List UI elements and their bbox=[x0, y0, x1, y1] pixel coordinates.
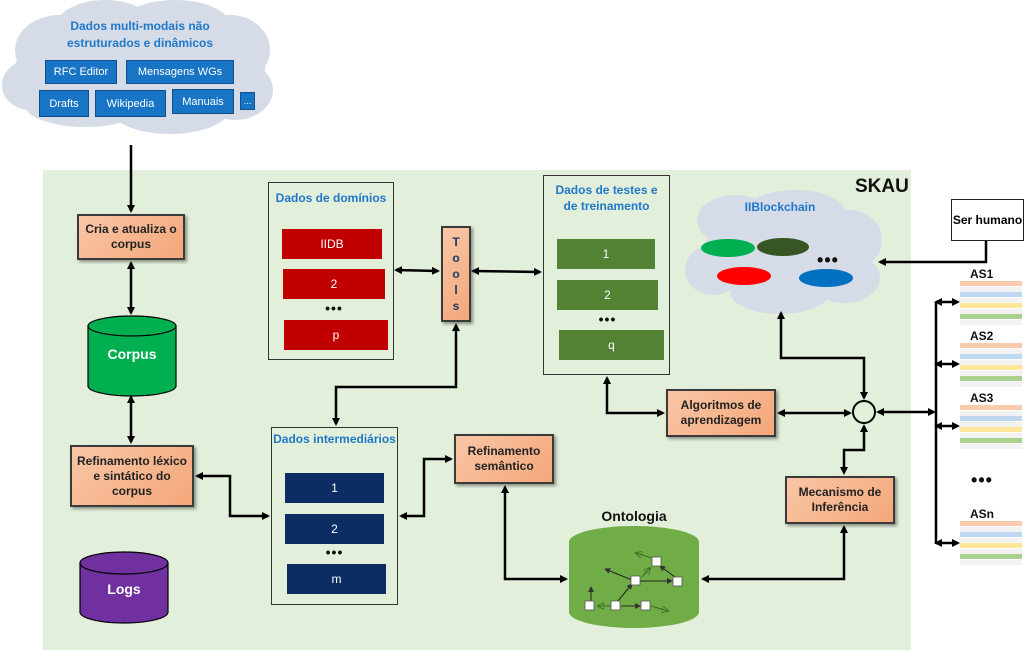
as-layer bbox=[960, 427, 1022, 432]
domain-item: IIDB bbox=[282, 229, 382, 259]
panel-test-train-data: Dados de testes e de treinamento 1 2 •••… bbox=[543, 175, 670, 375]
sources-cloud-title: Dados multi-modais não estruturados e di… bbox=[66, 19, 214, 50]
corpus-label: Corpus bbox=[107, 346, 157, 362]
as-layer bbox=[960, 548, 1022, 554]
as-layer bbox=[960, 559, 1022, 565]
test-train-ellipsis: ••• bbox=[598, 311, 617, 327]
as-label: AS3 bbox=[970, 391, 994, 405]
test-train-item: 1 bbox=[557, 239, 655, 269]
intermediate-item: 2 bbox=[285, 514, 384, 544]
as-layer bbox=[960, 554, 1022, 559]
intermediate-data-title: Dados intermediários bbox=[273, 432, 396, 446]
source-rfc-editor: RFC Editor bbox=[45, 60, 117, 84]
blockchain-node bbox=[717, 267, 771, 285]
as-layer bbox=[960, 537, 1022, 543]
test-train-data-title: Dados de testes e de treinamento bbox=[555, 183, 658, 213]
as-layer bbox=[960, 432, 1022, 438]
as-layer bbox=[960, 376, 1022, 381]
junction-node bbox=[852, 400, 876, 424]
as-layer bbox=[960, 292, 1022, 297]
process-inference-engine[interactable]: Mecanismo de Inferência bbox=[785, 476, 895, 524]
blockchain-title: IIBlockchain bbox=[744, 200, 816, 214]
as-layer bbox=[960, 410, 1022, 416]
as-layer bbox=[960, 303, 1022, 308]
as-layer bbox=[960, 370, 1022, 376]
intermediate-item: m bbox=[287, 564, 386, 594]
source-mensagens-wgs: Mensagens WGs bbox=[126, 60, 234, 84]
source-more: ... bbox=[240, 92, 255, 110]
as-layer bbox=[960, 526, 1022, 532]
as-label: AS2 bbox=[970, 329, 994, 343]
intermediate-item: 1 bbox=[285, 473, 384, 503]
as-layer bbox=[960, 348, 1022, 354]
process-learning-algorithms[interactable]: Algoritmos de aprendizagem bbox=[666, 389, 776, 437]
as-ellipsis: ••• bbox=[971, 470, 993, 490]
as-layer bbox=[960, 421, 1022, 427]
system-title: SKAU bbox=[855, 176, 909, 197]
asn-stack-icon[interactable] bbox=[960, 521, 1022, 565]
as-layer bbox=[960, 443, 1022, 449]
as-layer bbox=[960, 416, 1022, 421]
domain-data-title: Dados de domínios bbox=[275, 191, 387, 205]
process-lexical-refinement[interactable]: Refinamento léxico e sintático do corpus bbox=[70, 445, 194, 507]
as-layer bbox=[960, 543, 1022, 548]
logs-label: Logs bbox=[107, 581, 141, 597]
as-layer bbox=[960, 281, 1022, 286]
blockchain-ellipsis: ••• bbox=[817, 250, 839, 270]
as-layer bbox=[960, 532, 1022, 537]
test-train-item: 2 bbox=[557, 280, 658, 310]
as-layer bbox=[960, 314, 1022, 319]
domain-ellipsis: ••• bbox=[325, 300, 343, 316]
human-actor[interactable]: Ser humano bbox=[951, 199, 1024, 241]
logs-database-icon bbox=[79, 551, 169, 624]
process-semantic-refinement[interactable]: Refinamento semântico bbox=[454, 434, 554, 484]
as-layer bbox=[960, 354, 1022, 359]
as1-stack-icon[interactable] bbox=[960, 281, 1022, 325]
intermediate-ellipsis: ••• bbox=[325, 544, 344, 560]
as-label: ASn bbox=[970, 507, 994, 521]
blockchain-nodes bbox=[701, 238, 853, 287]
source-drafts: Drafts bbox=[39, 90, 89, 117]
corpus-database-icon bbox=[87, 315, 177, 397]
panel-intermediate-data: Dados intermediários 1 2 ••• m bbox=[271, 427, 398, 605]
as-layer bbox=[960, 297, 1022, 303]
process-create-corpus[interactable]: Cria e atualiza o corpus bbox=[77, 214, 185, 260]
blockchain-node bbox=[757, 238, 809, 256]
as-layer bbox=[960, 405, 1022, 410]
as-layer bbox=[960, 521, 1022, 526]
blockchain-node bbox=[701, 239, 755, 257]
as-layer bbox=[960, 438, 1022, 443]
source-manuais: Manuais bbox=[172, 89, 234, 114]
as-layer bbox=[960, 343, 1022, 348]
as-layer bbox=[960, 286, 1022, 292]
test-train-item: q bbox=[559, 330, 664, 360]
ontology-label: Ontologia bbox=[601, 508, 667, 524]
as-label: AS1 bbox=[970, 267, 994, 281]
ontology-nodes bbox=[584, 556, 683, 611]
as3-stack-icon[interactable] bbox=[960, 405, 1022, 449]
source-wikipedia: Wikipedia bbox=[95, 90, 166, 117]
as-layer bbox=[960, 365, 1022, 370]
connectors bbox=[127, 145, 988, 583]
as-layer bbox=[960, 308, 1022, 314]
as-layer bbox=[960, 381, 1022, 387]
domain-item: 2 bbox=[283, 269, 385, 299]
as2-stack-icon[interactable] bbox=[960, 343, 1022, 387]
as-layer bbox=[960, 319, 1022, 325]
blockchain-node bbox=[799, 269, 853, 287]
as-layer bbox=[960, 359, 1022, 365]
